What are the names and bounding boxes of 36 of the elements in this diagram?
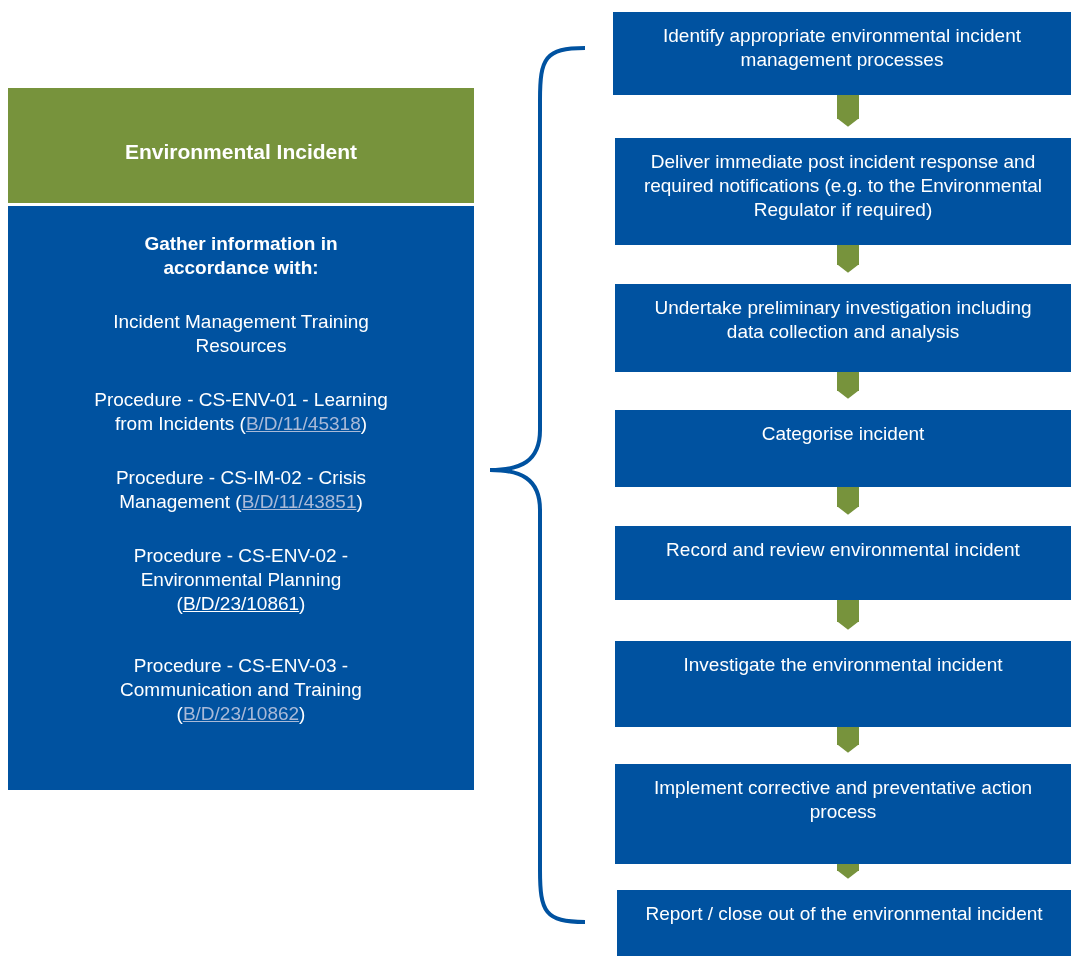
block-arrow: [837, 372, 859, 399]
reference-text: Procedure - CS-IM-02 - Crisis Management (B/D/11/43851): [114, 466, 368, 514]
block-arrow: [837, 245, 859, 273]
step-text: Record and review environmental incident: [665, 538, 1021, 562]
header-title: Environmental Incident: [123, 140, 359, 164]
document-link: B/D/23/10861: [182, 593, 300, 614]
section-heading: Gather information in accordance with:: [143, 232, 339, 280]
document-link: B/D/23/10862: [182, 703, 300, 724]
step-text: Undertake preliminary investigation including data collection and analysis: [653, 296, 1033, 344]
info-panel: [8, 206, 474, 790]
block-arrow: [837, 600, 859, 630]
step-text: Investigate the environmental incident: [682, 653, 1004, 677]
block-arrow: [837, 487, 859, 515]
block-arrow: [837, 95, 859, 127]
reference-text: Procedure - CS-ENV-03 - Communication and Training (B/D/23/10862): [119, 654, 363, 726]
document-link: B/D/11/43851: [241, 491, 357, 512]
step-text: Deliver immediate post incident response and required notifications (e.g. to the Environmental Regulator if required): [643, 150, 1043, 222]
step-box: [615, 138, 1071, 245]
step-text: Implement corrective and preventative action process: [652, 776, 1034, 824]
step-box: [615, 641, 1071, 727]
step-box: [615, 526, 1071, 600]
block-arrow: [837, 727, 859, 753]
step-box: [615, 764, 1071, 864]
step-text: Report / close out of the environmental incident: [645, 902, 1043, 926]
step-box: [613, 12, 1071, 95]
step-text: Categorise incident: [760, 422, 926, 446]
step-box: [615, 284, 1071, 372]
step-text: Identify appropriate environmental incident management processes: [661, 24, 1023, 72]
header-box: [8, 88, 474, 203]
reference-text: Procedure - CS-ENV-02 - Environmental Planning (B/D/23/10861): [132, 544, 350, 616]
reference-text: Incident Management Training Resources: [112, 310, 370, 358]
step-box: [615, 410, 1071, 487]
step-box: [617, 890, 1071, 956]
block-arrow: [837, 864, 859, 879]
reference-text: Procedure - CS-ENV-01 - Learning from Incidents (B/D/11/45318): [93, 388, 389, 436]
document-link: B/D/11/45318: [245, 413, 361, 434]
